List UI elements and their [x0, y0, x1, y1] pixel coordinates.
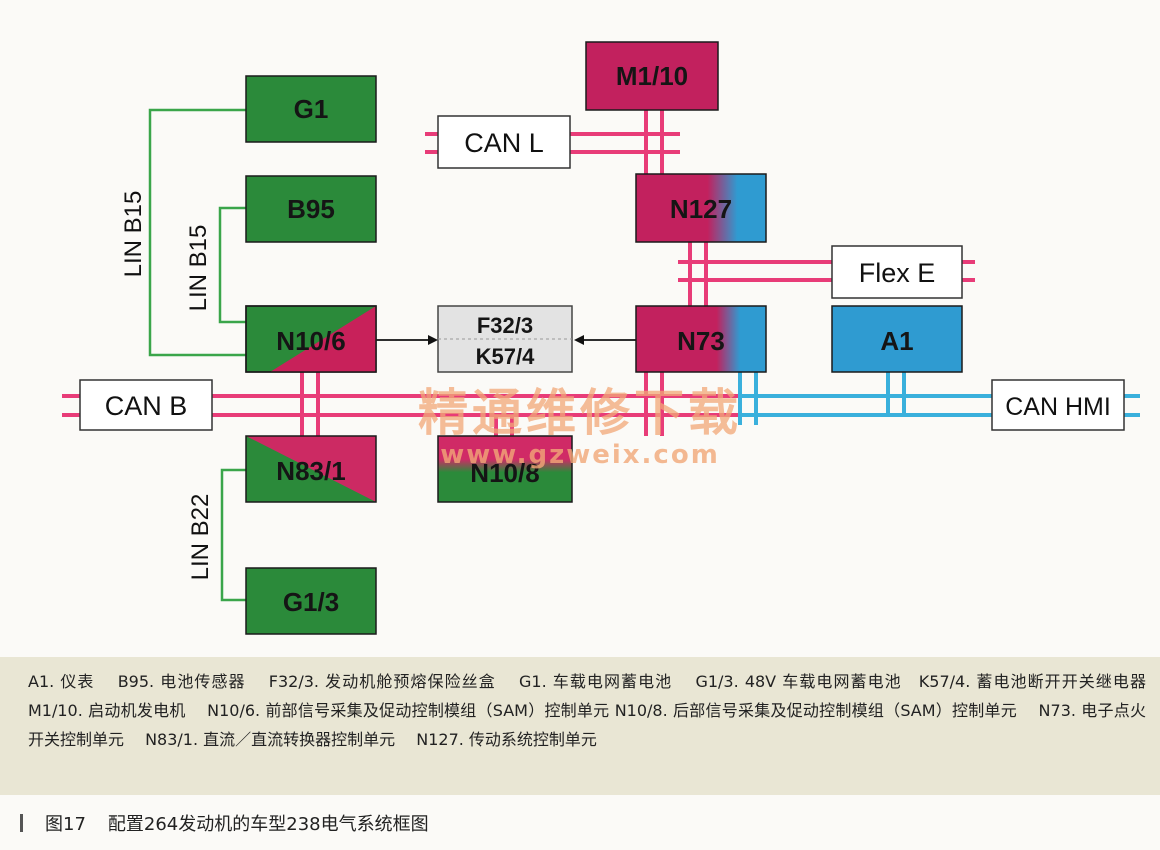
svg-text:Flex E: Flex E [859, 258, 936, 288]
label-can-b: CAN B [79, 379, 213, 431]
svg-text:F32/3: F32/3 [477, 313, 533, 338]
label-lin-b15-inner: LIN B15 [185, 225, 212, 312]
vertical-red-connectors [300, 110, 708, 436]
svg-text:A1: A1 [880, 326, 913, 356]
svg-text:N73: N73 [677, 326, 725, 356]
arrow-n73-to-f32 [574, 335, 636, 345]
lin-b15-outer-line [148, 108, 246, 357]
svg-text:G1/3: G1/3 [283, 587, 339, 617]
caption-bar [20, 814, 23, 832]
lin-b15-inner-line [218, 206, 246, 324]
module-b95: B95 [245, 175, 377, 243]
module-g1: G1 [245, 75, 377, 143]
label-can-hmi: CAN HMI [991, 379, 1125, 431]
caption-number: 图17 [45, 814, 86, 835]
figure-caption: 图17 配置264发动机的车型238电气系统框图 [20, 808, 429, 838]
svg-text:B95: B95 [287, 194, 335, 224]
svg-text:CAN B: CAN B [105, 391, 188, 421]
svg-text:CAN HMI: CAN HMI [1005, 393, 1111, 421]
label-flex-e: Flex E [831, 245, 963, 299]
svg-text:N10/6: N10/6 [276, 326, 345, 356]
svg-text:K57/4: K57/4 [476, 344, 535, 369]
svg-text:N10/8: N10/8 [470, 458, 539, 488]
module-n83-1: N83/1 [245, 435, 377, 503]
caption-title: 配置264发动机的车型238电气系统框图 [107, 814, 429, 835]
svg-text:CAN L: CAN L [464, 128, 544, 158]
module-n10-8: N10/8 [437, 435, 573, 503]
label-lin-b15-outer: LIN B15 [120, 191, 147, 278]
module-n127: N127 [635, 173, 767, 243]
module-n10-6: N10/6 [245, 305, 377, 373]
legend: A1. 仪表 B95. 电池传感器 F32/3. 发动机舱预熔保险丝盒 G1. … [0, 657, 1160, 795]
electrical-system-block-diagram: G1 B95 N10/6 N83/1 G1/3 M1/10 N127 N73 [62, 41, 1140, 635]
watermark-cn: 精通维修下载 [418, 384, 742, 442]
module-a1: A1 [831, 305, 963, 373]
vertical-blue-connectors [738, 372, 906, 425]
module-f32-3-k57-4: F32/3 K57/4 [437, 305, 573, 373]
svg-text:G1: G1 [294, 94, 329, 124]
lin-b22-line [220, 468, 246, 602]
svg-text:N127: N127 [670, 194, 732, 224]
module-n73: N73 [635, 305, 767, 373]
svg-text:N83/1: N83/1 [276, 456, 345, 486]
arrow-n10-6-to-f32 [376, 335, 438, 345]
module-g1-3: G1/3 [245, 567, 377, 635]
svg-text:M1/10: M1/10 [616, 61, 688, 91]
watermark-url: www.gzweix.com [440, 440, 720, 470]
label-lin-b22: LIN B22 [187, 494, 214, 581]
label-can-l: CAN L [437, 115, 571, 169]
module-m1-10: M1/10 [585, 41, 719, 111]
